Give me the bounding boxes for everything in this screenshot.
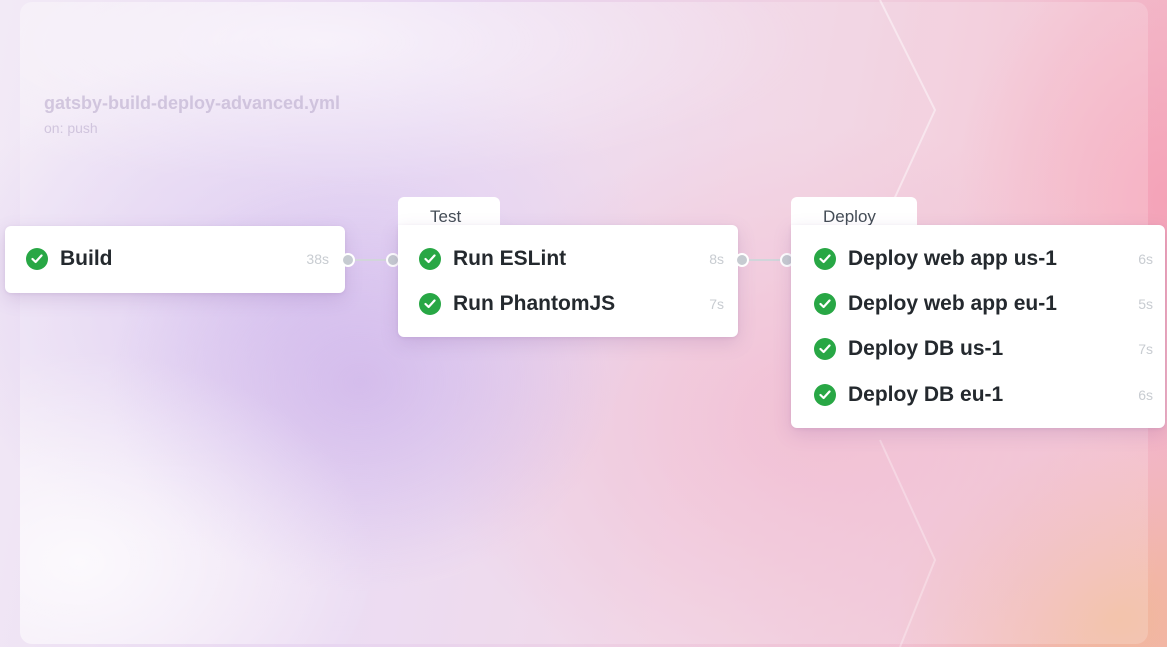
job-run-phantomjs[interactable]: Run PhantomJS 7s xyxy=(398,282,738,326)
check-circle-icon xyxy=(419,248,441,270)
job-duration: 7s xyxy=(1138,341,1153,357)
job-deploy-db-us-1[interactable]: Deploy DB us-1 7s xyxy=(791,327,1165,371)
workflow-trigger: on: push xyxy=(44,120,98,136)
job-duration: 8s xyxy=(709,251,724,267)
check-circle-icon xyxy=(814,248,836,270)
connector-line xyxy=(348,259,394,261)
deploy-card: Deploy web app us-1 6s Deploy web app eu… xyxy=(791,225,1165,428)
check-circle-icon xyxy=(26,248,48,270)
job-name: Run ESLint xyxy=(453,247,567,270)
check-circle-icon xyxy=(814,293,836,315)
job-run-eslint[interactable]: Run ESLint 8s xyxy=(398,237,738,281)
job-duration: 38s xyxy=(306,251,329,267)
test-card: Run ESLint 8s Run PhantomJS 7s xyxy=(398,225,738,337)
connector-dot xyxy=(341,253,355,267)
job-name: Deploy web app us-1 xyxy=(848,247,1057,270)
job-duration: 5s xyxy=(1138,296,1153,312)
job-deploy-db-eu-1[interactable]: Deploy DB eu-1 6s xyxy=(791,373,1165,417)
job-name: Deploy DB eu-1 xyxy=(848,383,1004,406)
job-build[interactable]: Build 38s xyxy=(5,237,345,281)
build-card: Build 38s xyxy=(5,226,345,293)
job-duration: 6s xyxy=(1138,251,1153,267)
connector-line xyxy=(742,259,788,261)
check-circle-icon xyxy=(814,384,836,406)
workflow-filename: gatsby-build-deploy-advanced.yml xyxy=(44,93,341,113)
job-duration: 6s xyxy=(1138,387,1153,403)
job-name: Run PhantomJS xyxy=(453,292,616,315)
job-name: Deploy web app eu-1 xyxy=(848,292,1057,315)
job-deploy-web-us-1[interactable]: Deploy web app us-1 6s xyxy=(791,237,1165,281)
connector-dot xyxy=(735,253,749,267)
check-circle-icon xyxy=(419,293,441,315)
job-deploy-web-eu-1[interactable]: Deploy web app eu-1 5s xyxy=(791,282,1165,326)
job-duration: 7s xyxy=(709,296,724,312)
job-name: Build xyxy=(60,247,113,270)
job-name: Deploy DB us-1 xyxy=(848,337,1004,360)
check-circle-icon xyxy=(814,338,836,360)
